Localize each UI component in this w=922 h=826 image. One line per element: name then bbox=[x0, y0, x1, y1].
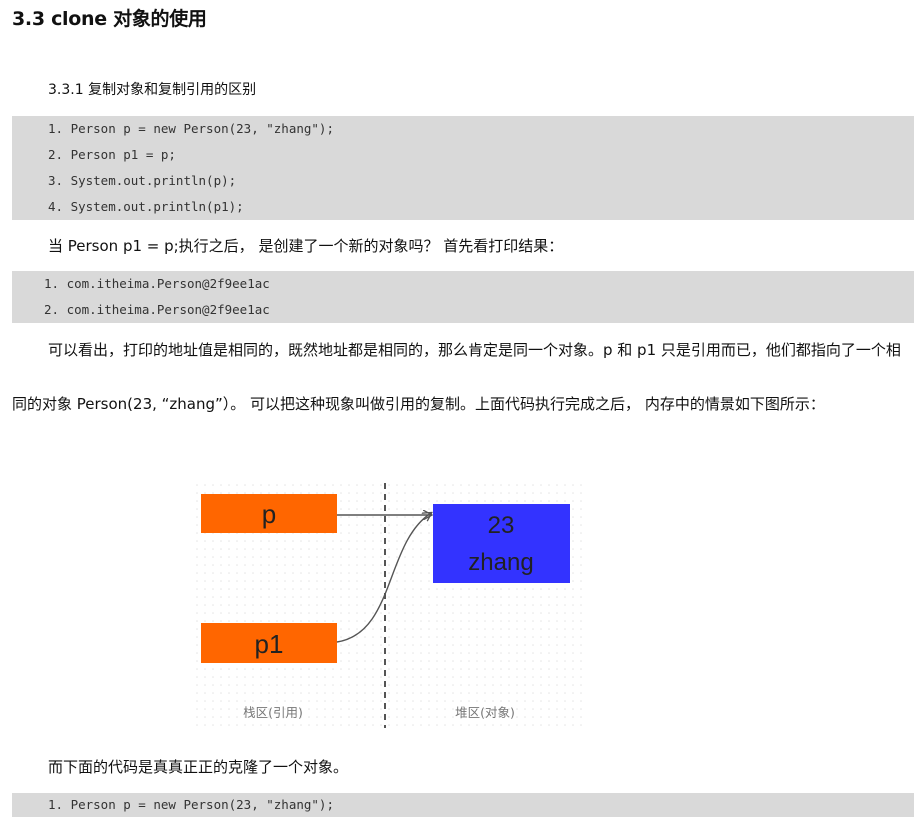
stack-caption: 栈区(引用) bbox=[243, 705, 303, 720]
code-line: 1. com.itheima.Person@2f9ee1ac bbox=[44, 276, 270, 291]
arrow-p1-to-object bbox=[336, 513, 431, 643]
code-line: 4. System.out.println(p1); bbox=[48, 199, 244, 214]
heap-caption: 堆区(对象) bbox=[455, 705, 515, 720]
code-block-2: 1. com.itheima.Person@2f9ee1ac 2. com.it… bbox=[12, 271, 914, 323]
paragraph-explanation: 可以看出，打印的地址值是相同的，既然地址都是相同的，那么肯定是同一个对象。p 和… bbox=[12, 341, 901, 413]
code-block-1: 1. Person p = new Person(23, "zhang"); 2… bbox=[12, 116, 914, 220]
object-name: zhang bbox=[468, 549, 533, 576]
object-age: 23 bbox=[488, 512, 515, 539]
section-title: 3.3 clone 对象的使用 bbox=[12, 8, 207, 30]
paragraph-question: 当 Person p1 = p;执行之后， 是创建了一个新的对象吗？ 首先看打印… bbox=[48, 237, 564, 255]
code-line: 1. Person p = new Person(23, "zhang"); bbox=[48, 797, 334, 812]
reference-p-label: p bbox=[262, 499, 276, 529]
reference-p1-box bbox=[201, 623, 337, 663]
code-line: 2. Person p1 = p; bbox=[48, 147, 176, 162]
code-block-3: 1. Person p = new Person(23, "zhang"); bbox=[12, 793, 914, 817]
code-line: 3. System.out.println(p); bbox=[48, 173, 237, 188]
code-line: 2. com.itheima.Person@2f9ee1ac bbox=[44, 302, 270, 317]
reference-p1-label: p1 bbox=[255, 629, 284, 659]
memory-diagram: p p1 23 zhang 栈区(引用) 堆区(对象) bbox=[195, 483, 585, 728]
reference-p-box bbox=[201, 494, 337, 533]
object-box bbox=[433, 504, 570, 583]
code-line: 1. Person p = new Person(23, "zhang"); bbox=[48, 121, 334, 136]
subsection-title: 3.3.1 复制对象和复制引用的区别 bbox=[48, 82, 257, 98]
paragraph-clone-intro: 而下面的代码是真真正正的克隆了一个对象。 bbox=[48, 758, 349, 776]
